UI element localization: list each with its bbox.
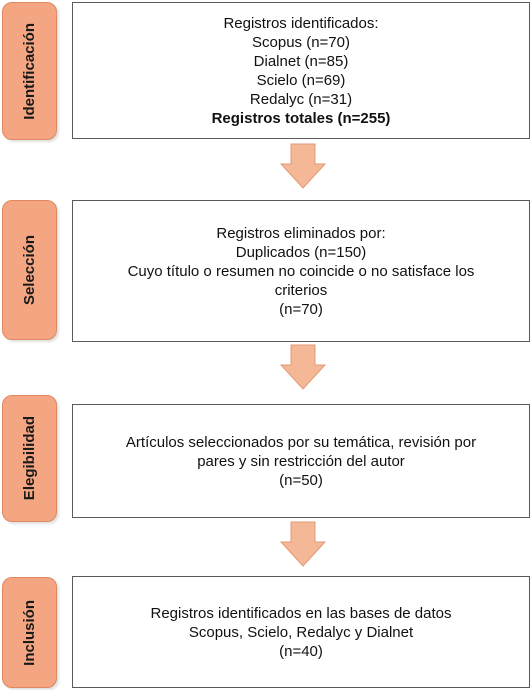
box-line: (n=40)	[279, 642, 323, 660]
eligibility-box: Artículos seleccionados por su temática,…	[72, 404, 530, 518]
box-line: (n=70)	[279, 300, 323, 318]
box-line: Scielo (n=69)	[256, 71, 346, 89]
down-arrow-icon	[279, 344, 327, 390]
box-line: Registros identificados en las bases de …	[150, 604, 452, 622]
stage-seleccion: Selección	[2, 200, 57, 340]
down-arrow-icon	[279, 521, 327, 567]
stage-label-text: Elegibilidad	[21, 416, 38, 501]
identification-box: Registros identificados: Scopus (n=70) D…	[72, 2, 530, 139]
stage-elegibilidad: Elegibilidad	[2, 395, 57, 522]
box-line: Duplicados (n=150)	[235, 243, 367, 261]
inclusion-box: Registros identificados en las bases de …	[72, 576, 530, 688]
box-line: pares y sin restricción del autor	[197, 452, 405, 470]
box-line: Scopus, Scielo, Redalyc y Dialnet	[188, 623, 414, 641]
stage-label-text: Selección	[21, 234, 38, 306]
box-line: Scopus (n=70)	[252, 33, 350, 51]
box-line: Registros identificados:	[223, 14, 379, 32]
box-line: Redalyc (n=31)	[249, 90, 353, 108]
box-line: criterios	[274, 281, 328, 299]
box-line: Registros eliminados por:	[216, 224, 386, 242]
box-line: (n=50)	[279, 471, 323, 489]
stage-label-text: Inclusión	[21, 599, 38, 666]
stage-identificacion: Identificación	[2, 2, 57, 140]
total-records: Registros totales (n=255)	[211, 109, 391, 127]
selection-box: Registros eliminados por: Duplicados (n=…	[72, 200, 530, 342]
box-line: Artículos seleccionados por su temática,…	[125, 433, 477, 451]
box-line: Dialnet (n=85)	[253, 52, 349, 70]
box-line: Cuyo título o resumen no coincide o no s…	[127, 262, 475, 280]
stage-label-text: Identificación	[21, 22, 38, 120]
stage-inclusion: Inclusión	[2, 577, 57, 688]
down-arrow-icon	[279, 143, 327, 189]
